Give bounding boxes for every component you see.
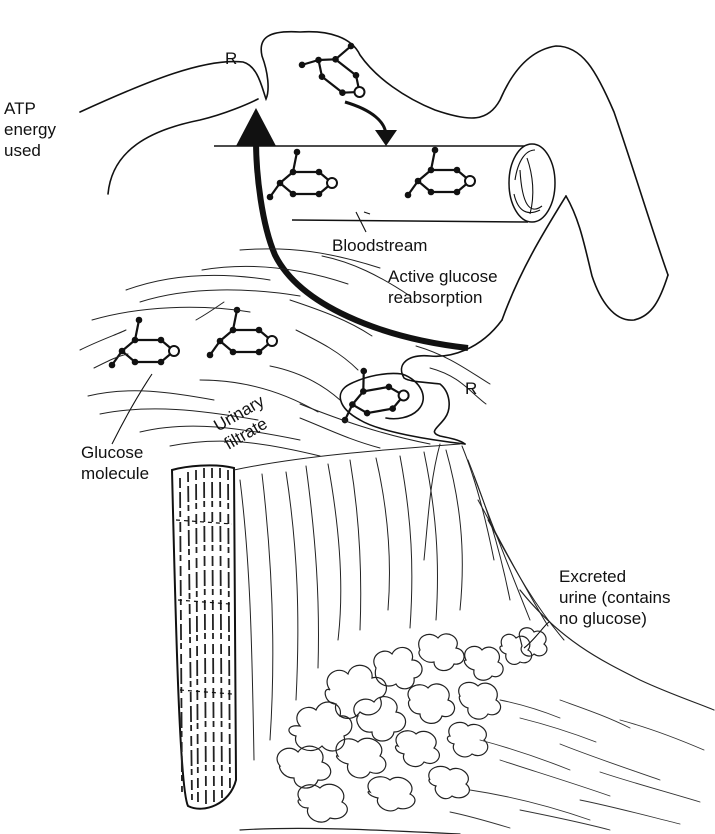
filtration-barrier-log [172,465,236,808]
reabsorption-arrow [236,108,468,348]
glucose-molecule-filtrate-1 [109,317,179,369]
splash-foam [277,628,547,822]
glucose-molecule-label: Glucose molecule [81,442,149,484]
atp-energy-label: ATP energy used [4,98,56,161]
receptor-label-top: R [225,48,237,69]
glucose-molecule-filtrate-2 [207,307,277,359]
downstream-ripples [450,700,704,830]
active-reabsorption-label: Active glucose reabsorption [388,266,498,308]
receptor-label-bottom: R [465,378,477,399]
glucose-molecule-receptor [333,361,411,424]
glucose-molecule-vessel-left [267,149,337,201]
excreted-urine-label: Excreted urine (contains no glucose) [559,566,671,629]
glucose-molecule-vessel-right [405,147,475,199]
transport-arrow-down [345,102,397,146]
bloodstream-label: Bloodstream [332,235,427,256]
